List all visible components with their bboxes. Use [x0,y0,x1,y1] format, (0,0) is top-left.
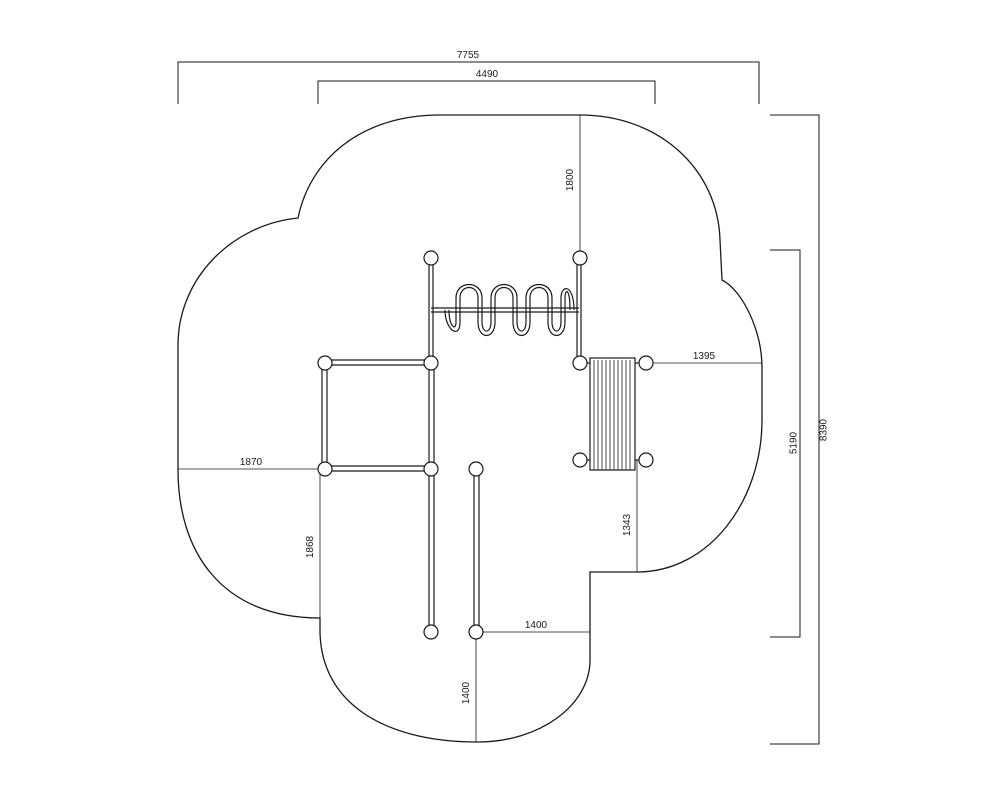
dim-label-bottom-arm: 1400 [461,681,472,704]
post [572,250,588,266]
post [468,624,484,640]
dim-label-left-arm: 1870 [240,457,263,468]
dim-label-right-arm: 1395 [693,351,716,362]
dimension-right-arm: 1395 [646,351,762,364]
dimension-right-lower: 1343 [622,460,638,572]
parallel-bars [428,469,480,632]
dimension-top-arm: 1800 [565,115,581,258]
dim-label-overall-height: 8390 [819,418,830,441]
dim-label-overall-width: 7755 [457,50,480,61]
dim-label-top-width: 4490 [476,69,499,80]
dimension-left-arm: 1870 [178,457,325,470]
dim-label-right-height: 5190 [789,431,800,454]
dim-label-right-lower: 1343 [622,513,633,536]
posts [317,250,654,640]
dimension-overall-height: 8390 [770,114,830,745]
slat-panel [580,357,646,471]
dimension-bottom-arm: 1400 [461,632,477,742]
post [423,250,439,266]
dimension-bottom-right: 1400 [476,620,590,633]
post [468,461,484,477]
safety-zone-outline [177,114,763,743]
post [317,461,333,477]
post [638,355,654,371]
dim-label-left-lower: 1868 [305,535,316,558]
post [423,624,439,640]
post [572,355,588,371]
post [423,461,439,477]
post [638,452,654,468]
post [572,452,588,468]
post [317,355,333,371]
dim-label-bottom-right: 1400 [525,620,548,631]
dimension-left-lower: 1868 [305,469,321,618]
horizontal-ladder-frame [321,359,435,472]
post [423,355,439,371]
dimension-overall-width: 7755 [177,50,760,104]
dimension-right-height: 5190 [770,249,801,638]
dimension-top-width: 4490 [317,69,656,104]
dim-label-top-arm: 1800 [565,168,576,191]
wavy-climber [428,258,582,362]
